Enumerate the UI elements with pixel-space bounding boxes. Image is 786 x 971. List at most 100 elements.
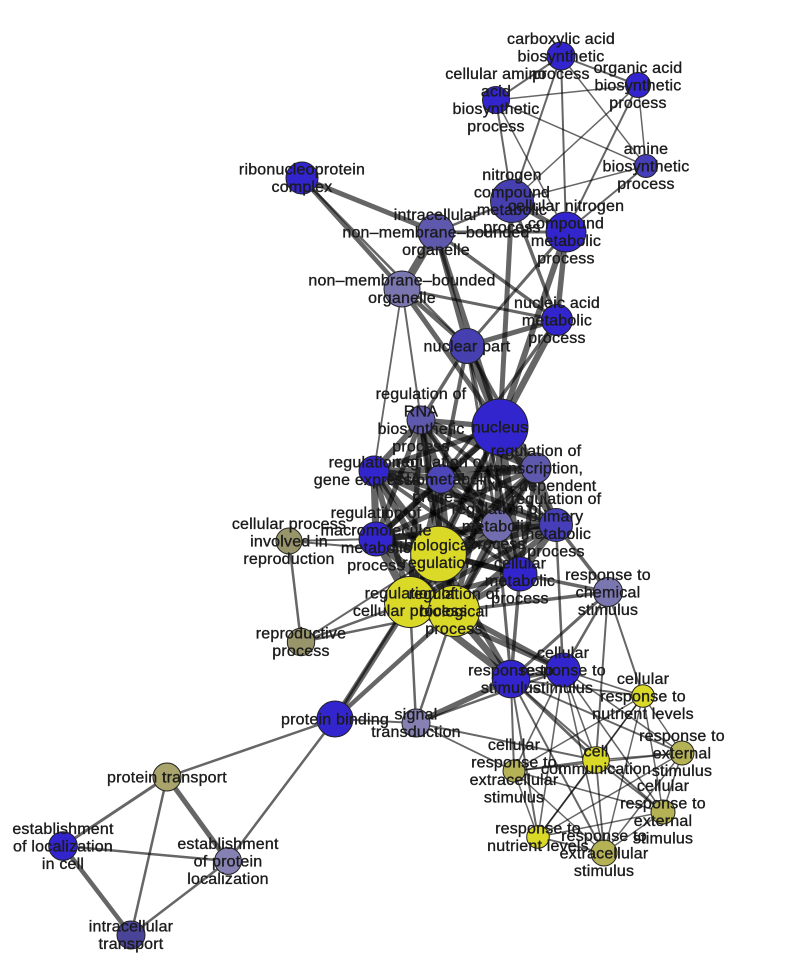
svg-text:establishment: establishment: [12, 821, 114, 838]
svg-text:chemical: chemical: [576, 584, 641, 601]
svg-text:process: process: [537, 251, 594, 268]
svg-text:cellular process: cellular process: [353, 603, 467, 620]
svg-text:intracellular: intracellular: [394, 207, 479, 224]
svg-text:response to: response to: [565, 567, 651, 584]
svg-text:process: process: [392, 439, 449, 456]
svg-text:process: process: [532, 66, 589, 83]
svg-text:organic acid: organic acid: [594, 60, 683, 77]
svg-text:signal: signal: [394, 707, 437, 724]
svg-text:stimulus: stimulus: [484, 790, 544, 807]
svg-text:of protein: of protein: [194, 853, 263, 870]
svg-text:response to: response to: [495, 821, 581, 838]
svg-text:gene expression: gene expression: [314, 472, 434, 489]
svg-text:response to: response to: [561, 828, 647, 845]
svg-text:involved in: involved in: [250, 533, 328, 550]
svg-text:acid: acid: [481, 84, 511, 101]
svg-text:communication: communication: [541, 761, 651, 778]
svg-text:transduction: transduction: [371, 724, 461, 741]
svg-text:carboxylic acid: carboxylic acid: [507, 31, 615, 48]
svg-text:cellular nitrogen: cellular nitrogen: [508, 198, 624, 215]
svg-text:cellular: cellular: [488, 737, 541, 754]
svg-text:complex: complex: [272, 179, 333, 196]
svg-text:regulation: regulation: [402, 555, 474, 572]
svg-text:metabolic: metabolic: [341, 540, 411, 557]
svg-text:stimulus: stimulus: [533, 680, 593, 697]
svg-text:biosynthetic: biosynthetic: [518, 48, 605, 65]
svg-text:compound: compound: [528, 216, 604, 233]
svg-text:response to: response to: [468, 663, 554, 680]
svg-text:biological: biological: [420, 603, 489, 620]
svg-text:response to: response to: [639, 728, 725, 745]
svg-text:external: external: [653, 745, 712, 762]
svg-text:process: process: [468, 536, 525, 553]
svg-text:extracellular: extracellular: [560, 845, 649, 862]
svg-text:regulation of: regulation of: [329, 455, 420, 472]
svg-text:stimulus: stimulus: [481, 680, 541, 697]
svg-text:RNA: RNA: [404, 404, 439, 421]
svg-text:stimulus: stimulus: [578, 602, 638, 619]
svg-text:process: process: [412, 489, 469, 506]
svg-text:protein transport: protein transport: [107, 769, 227, 786]
svg-text:nuclear part: nuclear part: [424, 338, 511, 355]
svg-text:DNA–dependent: DNA–dependent: [476, 478, 597, 495]
svg-text:response to: response to: [620, 796, 706, 813]
svg-text:nitrogen: nitrogen: [482, 167, 541, 184]
svg-text:transport: transport: [99, 936, 164, 953]
svg-text:process: process: [467, 119, 524, 136]
svg-text:regulation of: regulation of: [452, 501, 543, 518]
svg-text:cellular process: cellular process: [232, 516, 346, 533]
svg-text:intracellular: intracellular: [89, 919, 174, 936]
svg-text:biosynthetic: biosynthetic: [453, 101, 540, 118]
svg-text:nucleus: nucleus: [472, 419, 529, 436]
svg-text:establishment: establishment: [177, 836, 279, 853]
svg-text:biosynthetic: biosynthetic: [595, 77, 682, 94]
svg-text:transcription,: transcription,: [489, 460, 583, 477]
svg-text:extracellular: extracellular: [470, 772, 559, 789]
svg-text:compound: compound: [474, 185, 550, 202]
svg-text:regulation of: regulation of: [396, 454, 487, 471]
svg-text:stimulus: stimulus: [574, 863, 634, 880]
svg-text:localization: localization: [187, 871, 269, 888]
svg-text:in cell: in cell: [42, 856, 84, 873]
svg-text:macromolecule: macromolecule: [320, 523, 431, 540]
svg-text:cellular: cellular: [537, 645, 590, 662]
svg-text:metabolic: metabolic: [521, 526, 591, 543]
svg-text:protein binding: protein binding: [281, 711, 389, 728]
svg-text:amine: amine: [624, 141, 669, 158]
svg-text:regulation of: regulation of: [511, 491, 602, 508]
svg-text:response to: response to: [600, 688, 686, 705]
svg-text:nutrient levels: nutrient levels: [592, 706, 694, 723]
svg-text:cell: cell: [584, 744, 609, 761]
svg-text:non–membrane–bounded: non–membrane–bounded: [342, 224, 529, 241]
svg-text:metabolic: metabolic: [485, 573, 555, 590]
svg-text:organelle: organelle: [368, 290, 436, 307]
svg-text:metabolic: metabolic: [477, 202, 547, 219]
svg-text:reproductive: reproductive: [256, 626, 346, 643]
svg-text:regulation of: regulation of: [331, 505, 422, 522]
svg-text:cellular: cellular: [494, 555, 547, 572]
svg-text:non–membrane–bounded: non–membrane–bounded: [308, 273, 495, 290]
svg-text:response to: response to: [520, 662, 606, 679]
svg-text:stimulus: stimulus: [633, 831, 693, 848]
svg-text:process: process: [617, 176, 674, 193]
svg-text:reproduction: reproduction: [243, 551, 334, 568]
svg-text:process: process: [527, 544, 584, 561]
svg-text:biosynthetic: biosynthetic: [378, 421, 465, 438]
svg-text:process: process: [609, 95, 666, 112]
svg-text:cellular: cellular: [617, 671, 670, 688]
svg-text:nutrient levels: nutrient levels: [487, 838, 589, 855]
svg-text:organelle: organelle: [402, 242, 470, 259]
svg-text:cellular: cellular: [637, 778, 690, 795]
svg-text:RNA metabolic: RNA metabolic: [387, 471, 495, 488]
svg-text:regulation of: regulation of: [365, 586, 456, 603]
svg-text:process: process: [272, 643, 329, 660]
svg-text:ribonucleoprotein: ribonucleoprotein: [239, 162, 365, 179]
svg-text:process: process: [528, 330, 585, 347]
svg-text:regulation of: regulation of: [491, 443, 582, 460]
svg-text:process: process: [347, 558, 404, 575]
svg-text:stimulus: stimulus: [652, 763, 712, 780]
svg-text:regulation of: regulation of: [376, 386, 467, 403]
svg-text:process: process: [483, 220, 540, 237]
svg-text:nucleic acid: nucleic acid: [514, 295, 600, 312]
svg-text:external: external: [634, 813, 693, 830]
